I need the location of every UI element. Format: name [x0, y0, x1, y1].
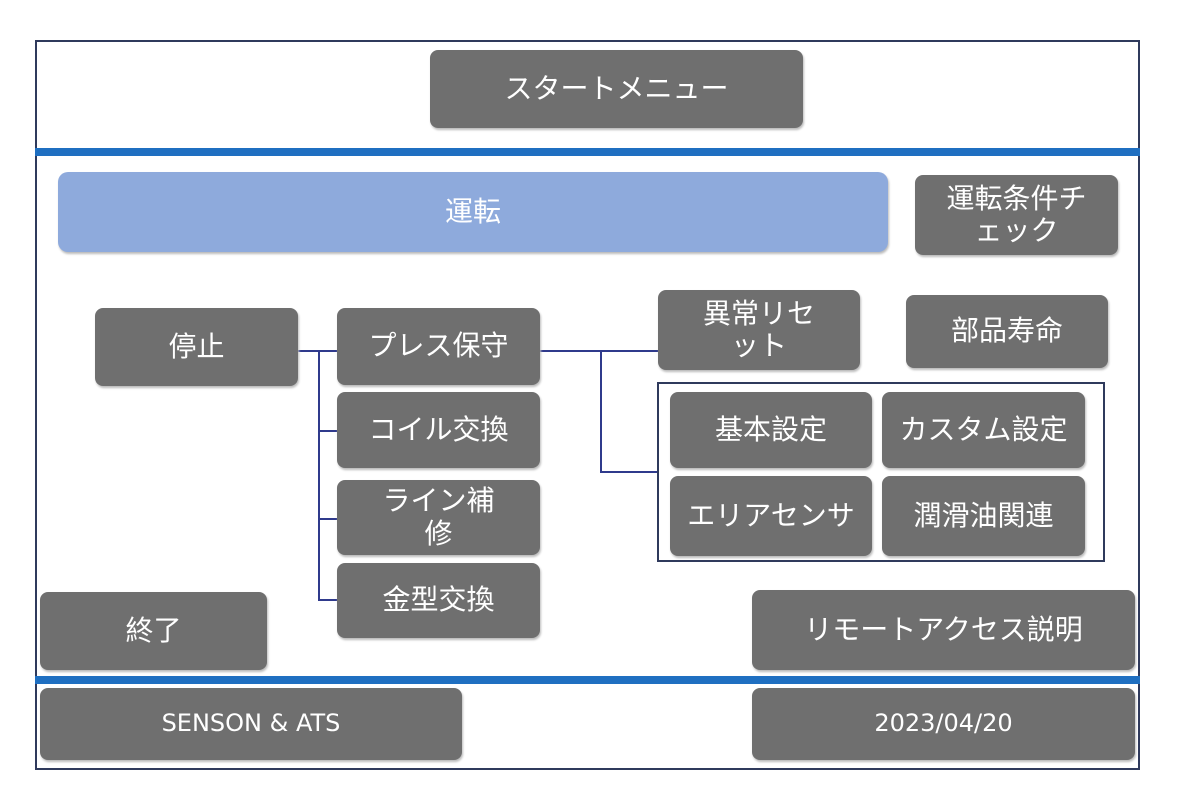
header-divider — [35, 148, 1140, 156]
connector — [298, 350, 337, 352]
connector — [540, 350, 658, 352]
remote-access-button[interactable]: リモートアクセス説明 — [752, 590, 1135, 670]
custom-settings-button[interactable]: カスタム設定 — [882, 392, 1085, 468]
exit-button[interactable]: 終了 — [40, 592, 267, 670]
settings-group — [657, 382, 1105, 562]
basic-settings-button[interactable]: 基本設定 — [670, 392, 872, 468]
connector — [318, 350, 320, 601]
parts-life-button[interactable]: 部品寿命 — [906, 295, 1108, 368]
run-condition-check-button[interactable]: 運転条件チェック — [915, 175, 1118, 255]
start-menu-title: スタートメニュー — [430, 50, 803, 128]
line-repair-button[interactable]: ライン補修 — [337, 480, 540, 555]
connector — [318, 430, 337, 432]
error-reset-button[interactable]: 異常リセット — [658, 290, 860, 370]
connector — [600, 350, 602, 473]
run-button[interactable]: 運転 — [58, 172, 888, 252]
connector — [600, 471, 657, 473]
die-change-button[interactable]: 金型交換 — [337, 563, 540, 638]
stop-button[interactable]: 停止 — [95, 308, 298, 386]
footer-divider — [35, 676, 1140, 684]
lubricant-button[interactable]: 潤滑油関連 — [882, 476, 1085, 556]
company-label: SENSON & ATS — [40, 688, 462, 760]
press-maintenance-button[interactable]: プレス保守 — [337, 308, 540, 385]
date-label: 2023/04/20 — [752, 688, 1135, 760]
connector — [318, 518, 337, 520]
area-sensor-button[interactable]: エリアセンサ — [670, 476, 872, 556]
coil-change-button[interactable]: コイル交換 — [337, 392, 540, 468]
screen-frame — [35, 40, 1140, 770]
connector — [318, 599, 337, 601]
